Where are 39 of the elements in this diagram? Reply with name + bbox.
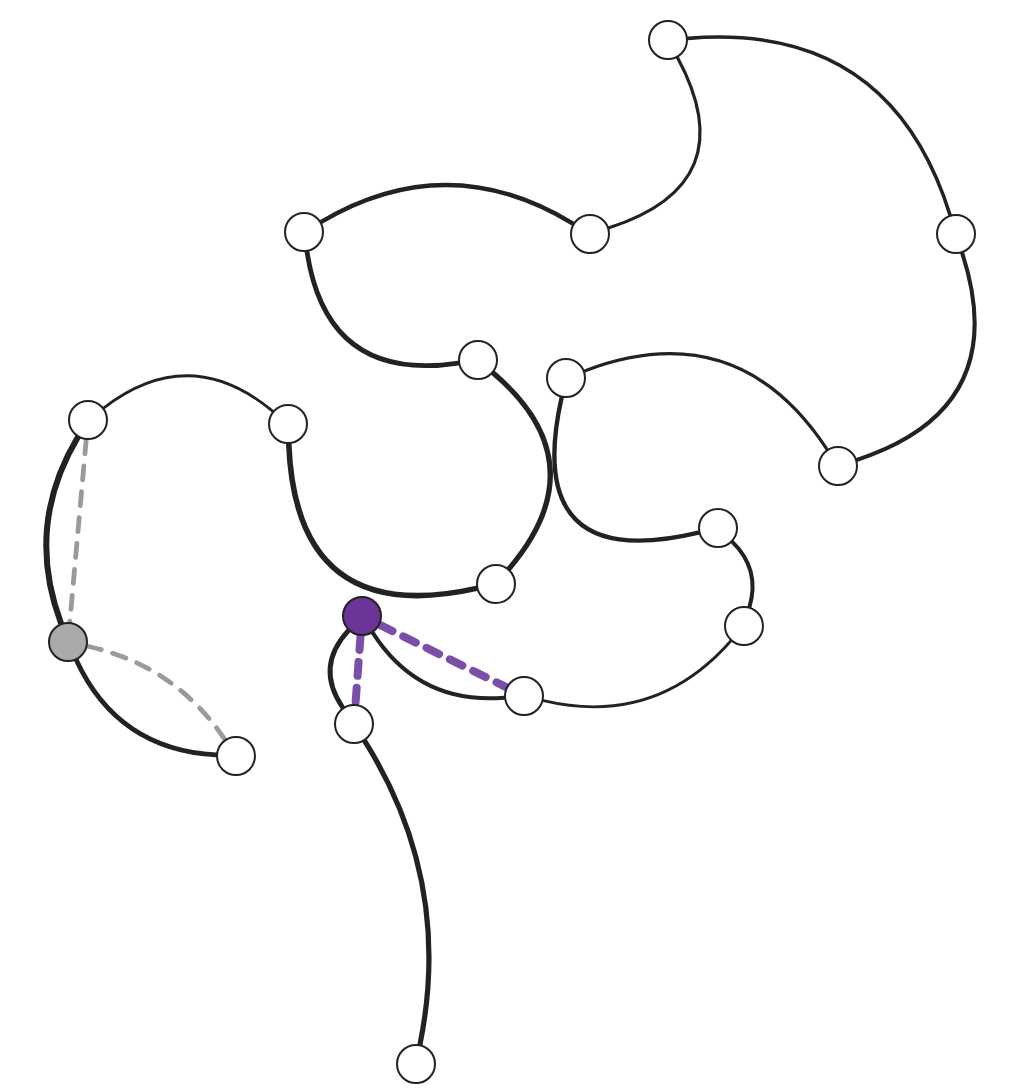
circle-node [476, 564, 516, 604]
connector-line [351, 631, 365, 709]
connector-line [686, 35, 952, 217]
connector-line [583, 352, 829, 451]
circle-node [818, 446, 858, 486]
connector-line [304, 249, 461, 368]
connector-line [43, 434, 81, 627]
connector-line [327, 628, 351, 710]
circle-node [570, 214, 610, 254]
circle-node [936, 214, 976, 254]
circle-node [284, 212, 324, 252]
circle-node [334, 704, 374, 744]
connector-line [67, 437, 89, 625]
circle-node [396, 1044, 436, 1084]
connector-line [319, 182, 576, 226]
connector-line [855, 251, 977, 462]
circle-node [458, 340, 498, 380]
connector-line [542, 639, 733, 709]
connector-line [552, 395, 701, 543]
connector-line [375, 620, 511, 692]
connector-line [490, 370, 553, 572]
connector-line [730, 539, 755, 609]
circle-node [546, 358, 586, 398]
circle-node [698, 508, 738, 548]
connector-line [285, 441, 480, 599]
circle-node [268, 404, 308, 444]
connector-line [362, 738, 432, 1047]
connector-line [85, 643, 228, 742]
circle-node [216, 736, 256, 776]
circle-node [648, 20, 688, 60]
circle-node [48, 622, 88, 662]
connector-line [607, 56, 702, 230]
connector-line [102, 374, 275, 413]
circle-node [724, 606, 764, 646]
circle-node [504, 676, 544, 716]
connector-line [370, 630, 507, 701]
circle-node [342, 596, 382, 636]
circle-node [68, 400, 108, 440]
connector-line [74, 657, 219, 758]
